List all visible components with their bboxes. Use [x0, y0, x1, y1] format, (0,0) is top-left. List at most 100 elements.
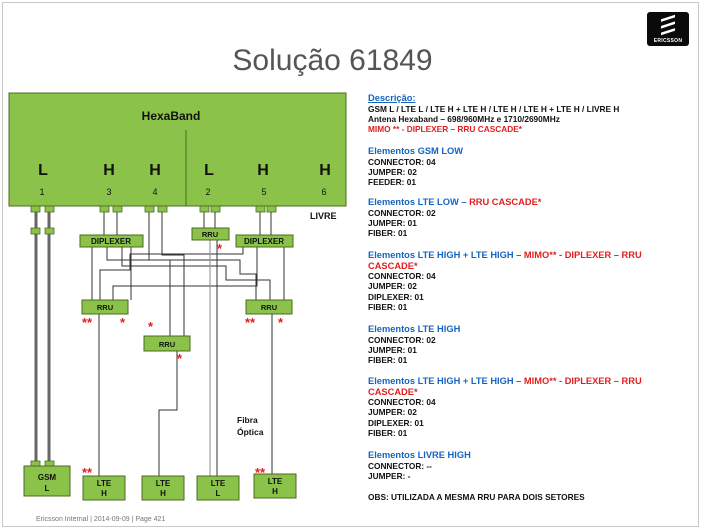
section-title: Elementos LIVRE HIGH	[368, 450, 471, 460]
section-item: CONNECTOR: 02	[368, 208, 436, 218]
port-band-4: H	[149, 162, 161, 179]
unit-label: H	[101, 489, 107, 498]
unit-label: LTE	[268, 477, 283, 486]
cascade-marker: *	[217, 241, 223, 256]
cascade-marker: *	[120, 315, 126, 330]
section-lte-low: Elementos LTE LOW – RRU CASCADE* CONNECT…	[368, 197, 541, 239]
rru-right	[245, 299, 293, 315]
port-number-6: 6	[321, 187, 326, 197]
description-block: Descrição: GSM L / LTE L / LTE H + LTE H…	[368, 93, 619, 135]
port-band-1: L	[38, 162, 48, 179]
bottom-units: GSM L LTE H LTE H LTE L LTE H	[23, 465, 297, 501]
section-item: CONNECTOR: --	[368, 461, 432, 471]
section-item: JUMPER: 01	[368, 218, 417, 229]
ericsson-logo: ERICSSON	[647, 12, 689, 46]
section-title: Elementos LTE LOW –	[368, 197, 470, 207]
section-item: JUMPER: 02	[368, 167, 417, 178]
description-line: Antena Hexaband – 698/960MHz e 1710/2690…	[368, 114, 560, 125]
port-band-6: H	[319, 162, 331, 179]
unit-label: H	[160, 489, 166, 498]
unit-gsm-l	[23, 465, 71, 497]
section-item: FIBER: 01	[368, 228, 408, 239]
mimo-marker: **	[82, 315, 93, 330]
hexaband-antenna	[8, 92, 347, 207]
section-item: DIPLEXER: 01	[368, 417, 424, 428]
rru-middle-label: RRU	[159, 340, 175, 349]
fiber-label: Fibra	[237, 415, 258, 425]
section-gsm-low: Elementos GSM LOW CONNECTOR: 04 JUMPER: …	[368, 146, 463, 188]
section-item: CONNECTOR: 04	[368, 397, 436, 408]
description-line: MIMO ** - DIPLEXER – RRU CASCADE*	[368, 124, 522, 135]
section-item: FIBER: 01	[368, 355, 408, 366]
section-title: Elementos LTE HIGH + LTE HIGH –	[368, 250, 524, 260]
section-item: FIBER: 01	[368, 427, 408, 438]
cascade-marker: *	[177, 351, 183, 366]
diplexer-left-label: DIPLEXER	[91, 237, 131, 246]
slide-footer: Ericsson Internal | 2014-09-09 | Page 42…	[36, 516, 166, 523]
port-number-3: 3	[106, 187, 111, 197]
mimo-marker: **	[255, 465, 266, 480]
port-number-4: 4	[152, 187, 157, 197]
section-title: Elementos LTE HIGH	[368, 324, 461, 334]
logo-wordmark: ERICSSON	[653, 38, 683, 44]
section-item: CONNECTOR: 04	[368, 157, 436, 167]
section-item: DIPLEXER: 01	[368, 291, 424, 302]
section-item: JUMPER: 02	[368, 407, 417, 418]
slide-title: Solução 61849	[232, 44, 433, 77]
section-livre-high: Elementos LIVRE HIGH CONNECTOR: -- JUMPE…	[368, 450, 471, 481]
cascade-marker: *	[278, 315, 284, 330]
port-band-5: H	[257, 162, 269, 179]
port-number-2: 2	[205, 187, 210, 197]
section-title-red: CASCADE*	[368, 261, 418, 271]
diplexer-right-label: DIPLEXER	[244, 237, 284, 246]
section-title-red: MIMO** - DIPLEXER – RRU	[523, 376, 642, 386]
port-band-3: H	[103, 162, 115, 179]
unit-label: LTE	[156, 479, 171, 488]
section-item: JUMPER: 01	[368, 345, 417, 356]
port-number-1: 1	[39, 187, 44, 197]
section-item: JUMPER: 02	[368, 281, 417, 292]
section-title: Elementos LTE HIGH + LTE HIGH –	[368, 376, 524, 386]
section-item: JUMPER: -	[368, 471, 411, 482]
port-band-2: L	[204, 162, 214, 179]
rru-left	[81, 299, 129, 315]
mimo-marker: **	[245, 315, 256, 330]
section-title: Elementos GSM LOW	[368, 146, 464, 156]
ericsson-mark-icon	[661, 14, 675, 36]
rru-right-label: RRU	[261, 303, 277, 312]
rru-lte-low	[191, 227, 230, 241]
livre-label: LIVRE	[310, 211, 337, 221]
description-heading: Descrição:	[368, 93, 416, 103]
unit-label: GSM	[38, 473, 57, 482]
diplexer-right	[235, 234, 294, 248]
mimo-marker: **	[82, 465, 93, 480]
unit-label: L	[45, 484, 50, 493]
rru-middle	[143, 335, 191, 352]
rru-left-label: RRU	[97, 303, 113, 312]
description-line: GSM L / LTE L / LTE H + LTE H / LTE H / …	[368, 104, 620, 114]
section-lte-high: Elementos LTE HIGH CONNECTOR: 02 JUMPER:…	[368, 324, 460, 366]
section-item: FIBER: 01	[368, 301, 408, 312]
hexaband-label: HexaBand	[142, 109, 201, 123]
section-title-red: RRU CASCADE*	[469, 197, 542, 207]
obs-note: OBS: UTILIZADA A MESMA RRU PARA DOIS SET…	[368, 492, 585, 502]
section-item: CONNECTOR: 02	[368, 335, 436, 345]
section-lte-high-mimo-1: Elementos LTE HIGH + LTE HIGH – MIMO** -…	[368, 250, 642, 312]
unit-lte-l	[196, 475, 240, 501]
fiber-label: Óptica	[237, 426, 264, 437]
section-title-red: CASCADE*	[368, 387, 418, 397]
unit-label: LTE	[97, 479, 112, 488]
unit-label: LTE	[211, 479, 226, 488]
diplexer-left	[79, 234, 144, 248]
unit-label: L	[216, 489, 221, 498]
unit-label: H	[272, 487, 278, 496]
section-item: FEEDER: 01	[368, 177, 416, 188]
section-title-red: MIMO** - DIPLEXER – RRU	[523, 250, 642, 260]
cables	[34, 212, 285, 476]
port-number-5: 5	[261, 187, 266, 197]
section-item: CONNECTOR: 04	[368, 271, 436, 282]
cascade-marker: *	[148, 319, 154, 334]
section-lte-high-mimo-2: Elementos LTE HIGH + LTE HIGH – MIMO** -…	[368, 376, 642, 438]
